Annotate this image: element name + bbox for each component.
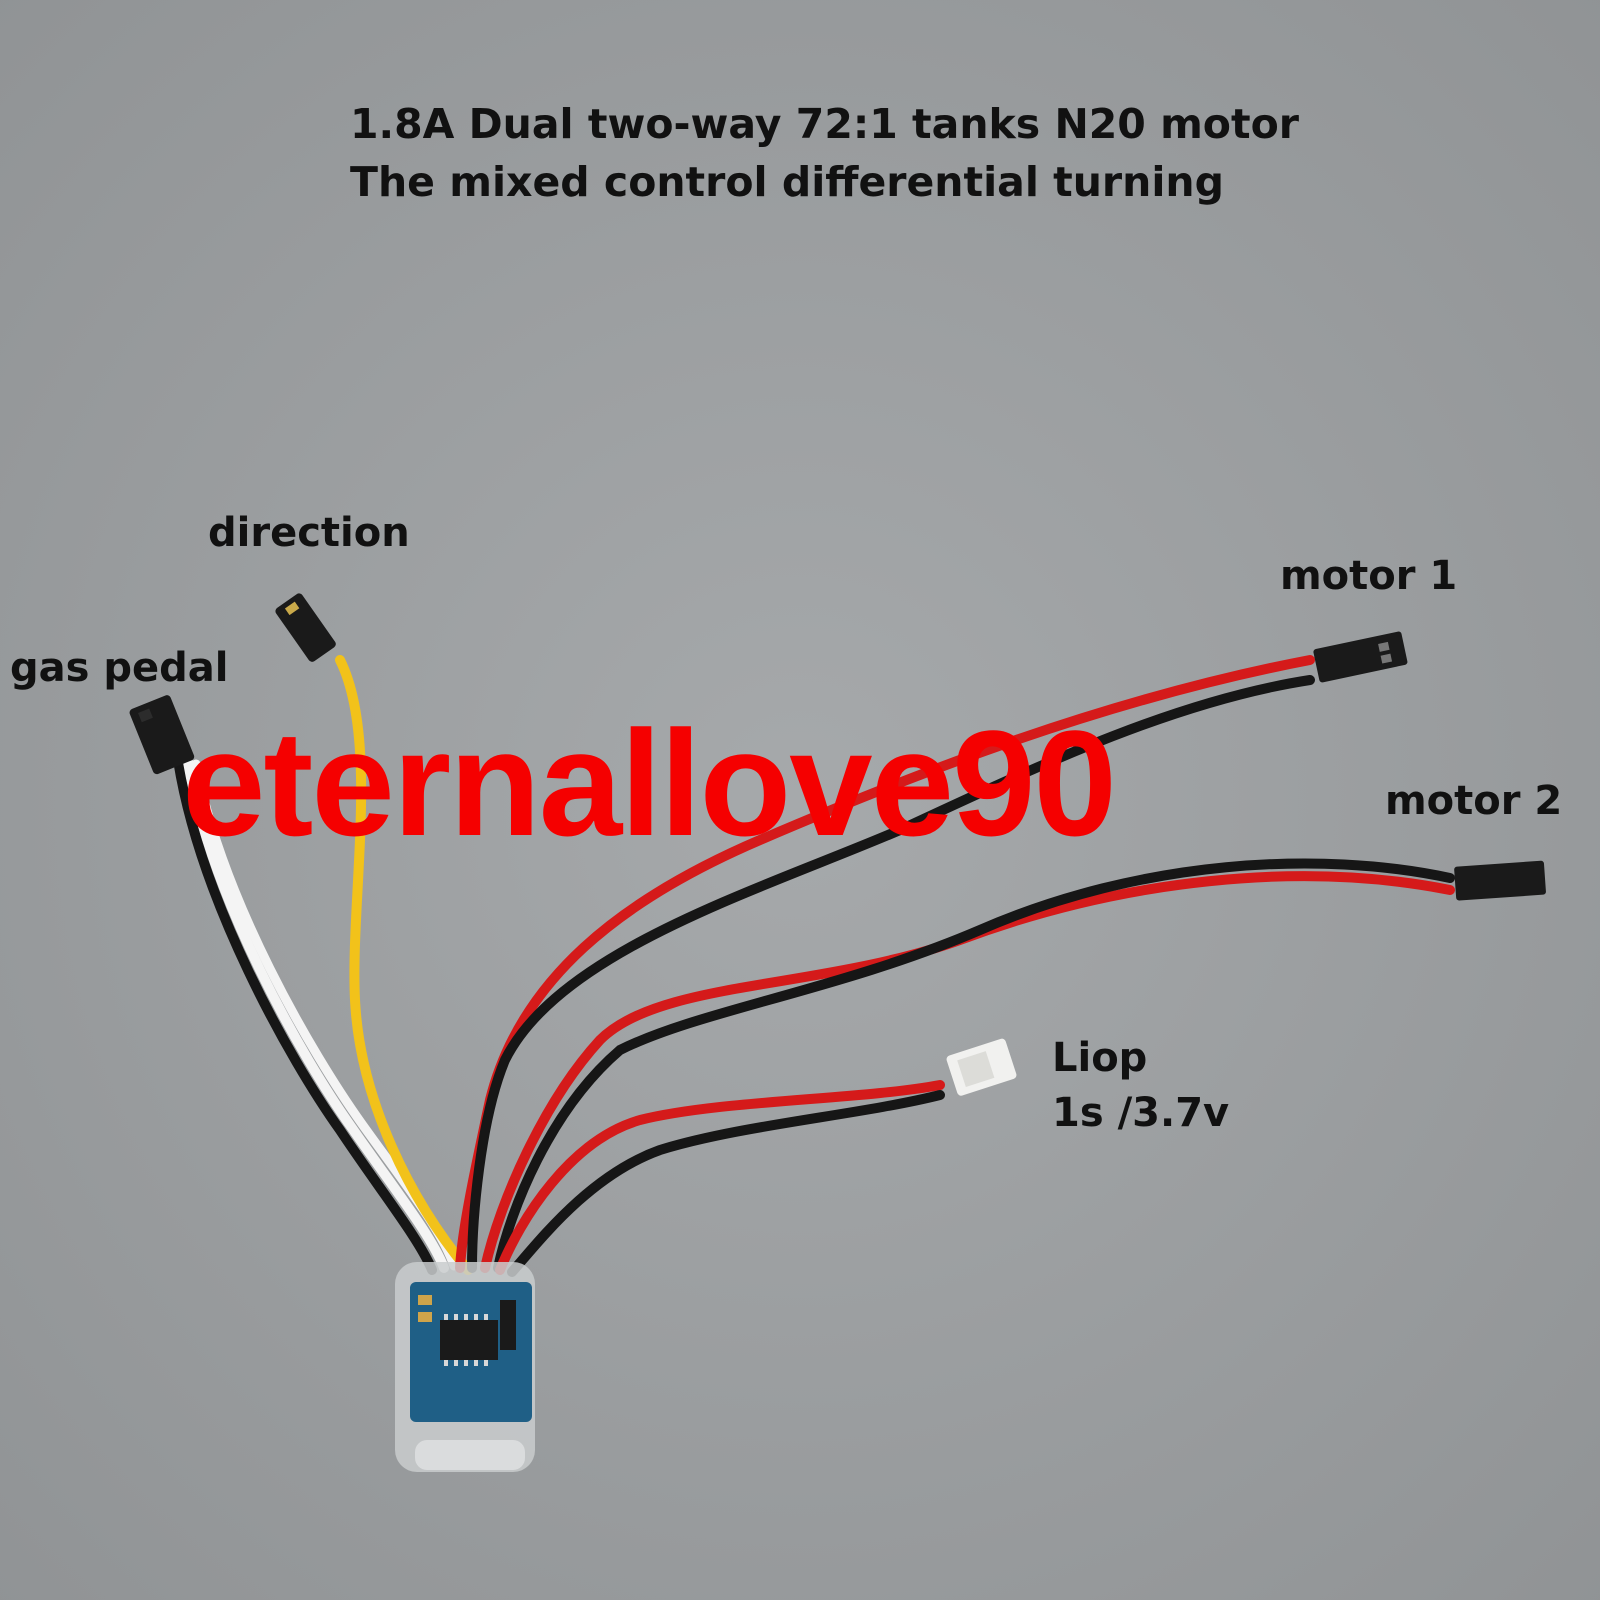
- motor1-cable: [455, 655, 1315, 1273]
- caption-line-2: The mixed control differential turning: [350, 158, 1224, 206]
- direction-label: direction: [208, 510, 410, 556]
- motor2-label: motor 2: [1385, 778, 1563, 824]
- battery-label-line-1: Liop: [1052, 1035, 1148, 1081]
- direction-wire: [335, 655, 473, 1275]
- battery-cable: [495, 1080, 945, 1277]
- direction-connector: [275, 593, 336, 662]
- motor1-label: motor 1: [1280, 553, 1458, 599]
- watermark: eternallove90: [182, 699, 1117, 867]
- motor2-cable: [480, 858, 1455, 1273]
- battery-connector: [946, 1038, 1017, 1096]
- gas-pedal-connector: [129, 695, 195, 775]
- gas-pedal-label: gas pedal: [10, 645, 229, 691]
- caption-line-1: 1.8A Dual two-way 72:1 tanks N20 motor: [350, 100, 1299, 148]
- controller-board: [395, 1262, 535, 1472]
- motor1-connector: [1313, 631, 1408, 683]
- motor2-connector: [1454, 860, 1546, 901]
- battery-label-line-2: 1s /3.7v: [1052, 1090, 1230, 1136]
